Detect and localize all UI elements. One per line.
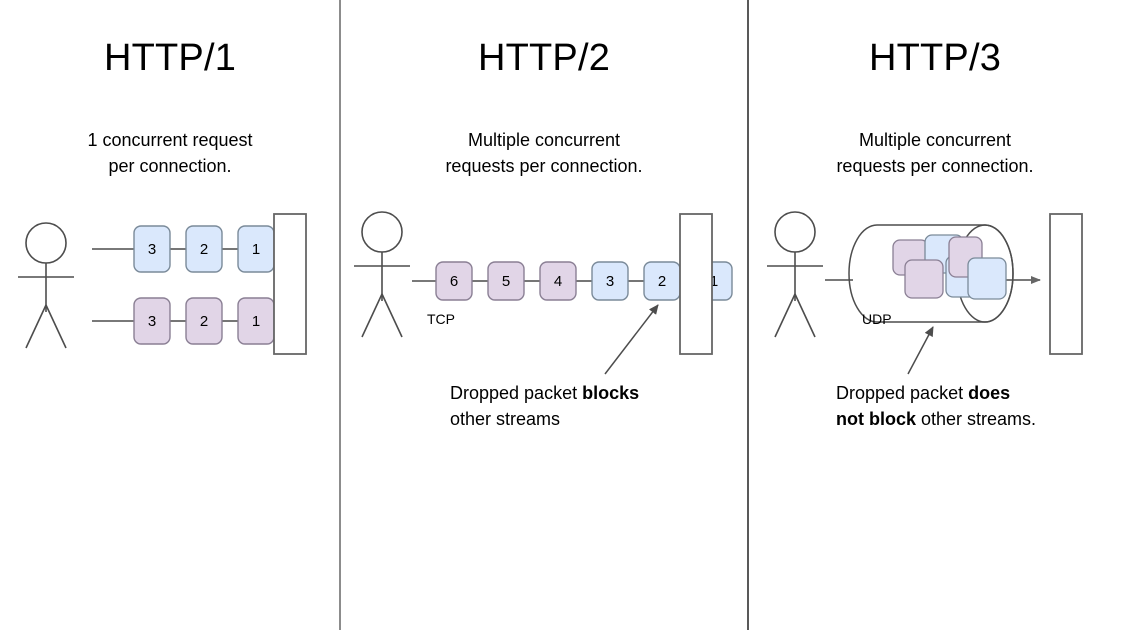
packet-box: 6 [435,261,473,301]
caption-text: Dropped packet [836,383,969,403]
packet-box: 3 [133,225,171,273]
http1-actor [18,222,74,349]
panel-subtitle-http1: 1 concurrent request per connection. [0,128,340,179]
transport-label-udp: UDP [862,311,892,327]
packet-label: 4 [554,273,562,290]
packet-box: 3 [591,261,629,301]
http3-server [1049,213,1083,355]
panel-subtitle-http3: Multiple concurrent requests per connect… [748,128,1122,179]
packet-box: 1 [237,297,275,345]
panel-title-http2: HTTP/2 [477,37,611,79]
panel-caption-http3: Dropped packet does not block other stre… [836,380,1116,432]
http2-server [679,213,713,355]
http1-stream-2: 3 2 1 [92,297,277,345]
http3-actor [767,211,823,338]
packet-label: 6 [450,273,458,290]
packet-label: 3 [606,273,614,290]
panel-title-http3: HTTP/3 [868,37,1002,79]
packet-box [904,259,944,299]
caption-emphasis: does [968,383,1011,403]
transport-label-tcp: TCP [427,311,455,327]
panel-subtitle-line: 1 concurrent request [87,130,253,150]
packet-label: 1 [252,241,260,258]
packet-label: 2 [200,241,208,258]
caption-text: other streams. [916,409,1037,430]
panel-caption-http2: Dropped packet blocks other streams [450,380,720,432]
caption-text: Dropped packet [450,383,583,403]
packet-box: 2 [185,297,223,345]
panel-subtitle-http2: Multiple concurrent requests per connect… [340,128,748,179]
panel-title-http1: HTTP/1 [103,37,237,79]
http1-stream-1: 3 2 1 [92,225,277,273]
packet-label: 5 [502,273,510,290]
caption-line-1: Dropped packet blocks [450,380,720,406]
caption-line-2: other streams [450,409,561,430]
caption-emphasis: blocks [582,383,640,403]
http2-stream: 6 5 4 3 2 1 [412,261,733,301]
panel-subtitle-line: Multiple concurrent [467,130,621,150]
caption-line-2: not block other streams. [836,406,1116,432]
http2-annotation-arrow [604,304,659,375]
panel-subtitle-line: requests per connection. [836,155,1034,176]
packet-box [967,257,1007,300]
caption-line-1: Dropped packet does [836,380,1116,406]
packet-label: 3 [148,313,156,330]
packet-box: 2 [185,225,223,273]
packet-box: 4 [539,261,577,301]
http1-server [273,213,307,355]
packet-box: 2 [643,261,681,301]
caption-emphasis: not block [836,409,916,430]
http3-annotation-arrow [907,326,934,375]
panel-subtitle-line: Multiple concurrent [858,130,1012,150]
packet-label: 2 [658,273,666,290]
panel-subtitle-line: requests per connection. [445,155,643,176]
packet-label: 2 [200,313,208,330]
panel-subtitle-line: per connection. [108,155,232,176]
packet-label: 3 [148,241,156,258]
packet-box: 1 [237,225,275,273]
packet-label: 1 [252,313,260,330]
packet-label: 1 [710,273,718,290]
packet-box: 3 [133,297,171,345]
http2-actor [354,211,410,338]
packet-box: 5 [487,261,525,301]
http3-packets [892,234,1007,300]
